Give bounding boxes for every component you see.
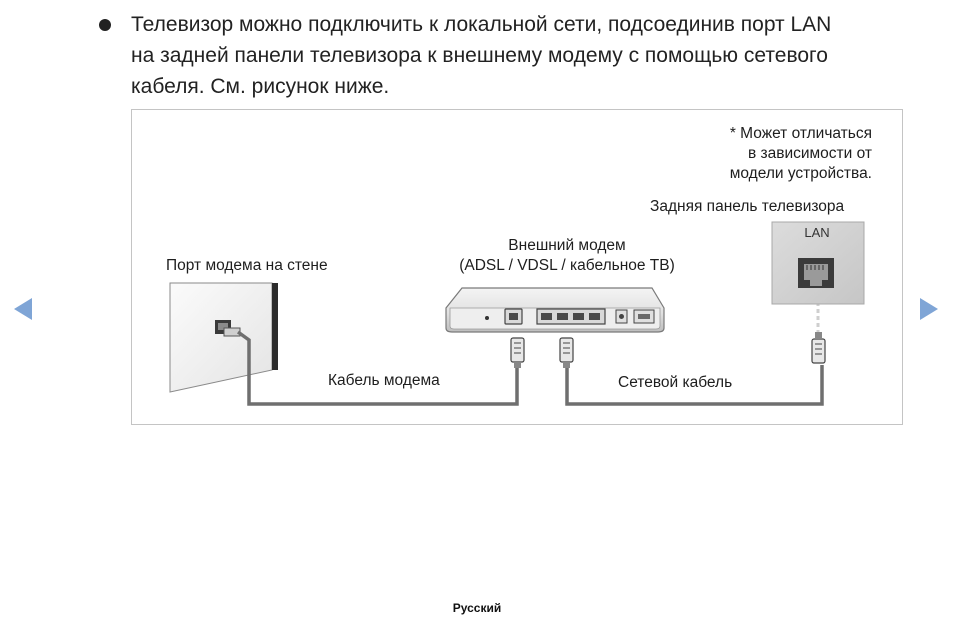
model-variation-note: * Может отличаться в зависимости от моде…: [730, 124, 872, 184]
next-page-button[interactable]: [920, 298, 938, 320]
intro-line-2: на задней панели телевизора к внешнему м…: [131, 44, 828, 67]
network-cable-line: [565, 365, 824, 406]
modem-title-line-2: (ADSL / VDSL / кабельное ТВ): [459, 257, 675, 274]
network-cable-plug-modem-icon: [559, 337, 574, 368]
intro-line-3: кабеля. См. рисунок ниже.: [131, 75, 390, 98]
note-line-3: модели устройства.: [729, 165, 872, 182]
note-line-2: в зависимости от: [747, 145, 872, 162]
network-cable-label: Сетевой кабель: [618, 374, 733, 391]
network-cable-plug-tv-icon: [811, 332, 826, 364]
external-modem-label: Внешний модем (ADSL / VDSL / кабельное Т…: [427, 236, 707, 276]
tv-rear-panel: [771, 221, 865, 305]
previous-page-button[interactable]: [14, 298, 32, 320]
modem-cable-line: [236, 330, 519, 406]
bullet-icon: [99, 19, 111, 31]
note-line-1: * Может отличаться: [729, 125, 872, 142]
wall-outlet: [169, 282, 278, 393]
tv-rear-panel-label: Задняя панель телевизора: [650, 198, 845, 215]
modem-cable-label: Кабель модема: [328, 372, 440, 389]
lan-port-label: LAN: [804, 225, 830, 240]
intro-line-1: Телевизор можно подключить к локальной с…: [131, 13, 832, 36]
diagram-drawing: [169, 221, 865, 406]
lan-port-icon: [798, 258, 834, 288]
wall-port-label: Порт модема на стене: [166, 257, 328, 274]
connection-diagram: * Может отличаться в зависимости от моде…: [131, 109, 903, 425]
modem-title-line-1: Внешний модем: [508, 237, 626, 254]
modem-cable-plug-icon: [510, 337, 525, 368]
footer-language-label: Русский: [452, 601, 502, 615]
external-modem: [445, 287, 665, 333]
intro-paragraph: Телевизор можно подключить к локальной с…: [131, 9, 921, 102]
